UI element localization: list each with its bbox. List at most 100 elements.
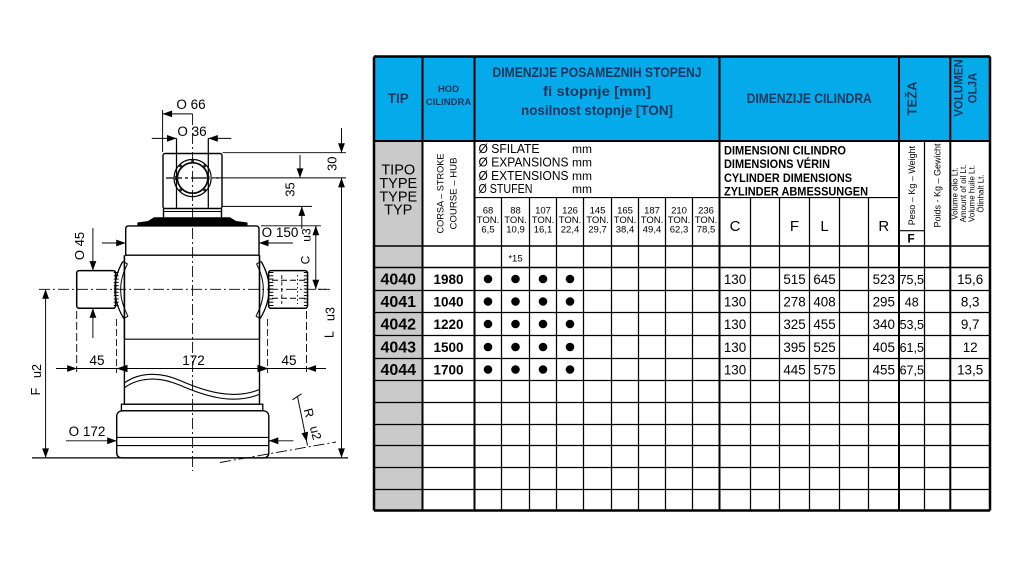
svg-text:236: 236 [698, 206, 714, 217]
svg-text:45: 45 [281, 353, 296, 368]
svg-text:R: R [301, 407, 317, 419]
svg-text:172: 172 [182, 353, 205, 368]
svg-text:COURSE – HUB: COURSE – HUB [449, 158, 459, 230]
svg-text:mm: mm [572, 142, 592, 156]
svg-text:1040: 1040 [433, 294, 463, 309]
svg-text:523: 523 [873, 272, 895, 287]
svg-text:13,5: 13,5 [957, 362, 983, 377]
svg-text:nosilnost stopnje [TON]: nosilnost stopnje [TON] [521, 103, 673, 118]
svg-text:DIMENSIONI CILINDRO: DIMENSIONI CILINDRO [724, 144, 846, 158]
svg-text:TON.: TON. [477, 215, 500, 226]
svg-text:Ø SFILATE: Ø SFILATE [479, 142, 540, 156]
svg-text:TON.: TON. [559, 215, 582, 226]
svg-text:395: 395 [783, 340, 805, 355]
svg-text:6,5: 6,5 [481, 225, 494, 236]
svg-text:1220: 1220 [433, 317, 463, 332]
svg-text:49,4: 49,4 [643, 225, 662, 236]
svg-text:9,7: 9,7 [961, 317, 980, 332]
svg-text:DIMENSIONS VÉRIN: DIMENSIONS VÉRIN [724, 156, 830, 171]
svg-text:TYPE: TYPE [379, 176, 417, 192]
svg-text:TIP: TIP [388, 91, 409, 106]
svg-text:405: 405 [873, 340, 895, 355]
svg-text:130: 130 [724, 340, 746, 355]
svg-text:VOLUMEN: VOLUMEN [954, 59, 966, 117]
svg-text:62,3: 62,3 [670, 225, 689, 236]
svg-text:u3: u3 [323, 307, 337, 321]
svg-text:*15: *15 [508, 254, 522, 265]
svg-text:295: 295 [873, 294, 895, 309]
svg-text:TON.: TON. [614, 215, 637, 226]
svg-text:408: 408 [813, 294, 835, 309]
svg-text:Volume huile Lt.: Volume huile Lt. [968, 165, 977, 222]
svg-text:525: 525 [813, 340, 835, 355]
svg-text:TON.: TON. [532, 215, 555, 226]
svg-text:TYP: TYP [384, 203, 412, 219]
svg-text:15,6: 15,6 [957, 272, 983, 287]
svg-text:165: 165 [617, 206, 633, 217]
svg-text:O 172: O 172 [69, 424, 106, 439]
svg-text:mm: mm [572, 182, 592, 196]
svg-text:F: F [907, 232, 914, 246]
svg-text:78,5: 78,5 [697, 225, 716, 236]
svg-text:TON.: TON. [668, 215, 691, 226]
svg-text:Amount of oil Lt.: Amount of oil Lt. [959, 165, 968, 223]
svg-text:38,4: 38,4 [616, 225, 635, 236]
svg-text:CYLINDER DIMENSIONS: CYLINDER DIMENSIONS [724, 171, 852, 185]
svg-text:4040: 4040 [380, 272, 416, 289]
svg-text:130: 130 [724, 317, 746, 332]
svg-text:TIPO: TIPO [381, 163, 415, 179]
svg-text:1980: 1980 [433, 272, 463, 287]
svg-text:88: 88 [510, 206, 521, 217]
svg-text:C: C [730, 218, 741, 235]
svg-text:DIMENZIJE POSAMEZNIH STOPENJ: DIMENZIJE POSAMEZNIH STOPENJ [493, 65, 702, 80]
svg-text:4042: 4042 [380, 317, 416, 334]
svg-text:53,5: 53,5 [900, 318, 924, 332]
svg-text:TON.: TON. [504, 215, 527, 226]
svg-text:CILINDRA: CILINDRA [426, 97, 472, 108]
svg-text:515: 515 [783, 272, 805, 287]
svg-text:4041: 4041 [380, 294, 416, 311]
svg-text:645: 645 [813, 272, 835, 287]
svg-text:O 36: O 36 [177, 124, 206, 139]
svg-text:45: 45 [89, 353, 104, 368]
svg-text:O 45: O 45 [72, 232, 87, 260]
svg-text:DIMENZIJE CILINDRA: DIMENZIJE CILINDRA [747, 90, 872, 106]
svg-text:575: 575 [813, 362, 835, 377]
svg-text:107: 107 [535, 206, 551, 217]
svg-text:75,5: 75,5 [900, 273, 924, 287]
svg-text:O 66: O 66 [176, 97, 205, 112]
svg-text:Ölinhalt Lt.: Ölinhalt Lt. [976, 174, 985, 212]
svg-text:35: 35 [283, 182, 298, 196]
svg-text:Peso – Kg – Weight: Peso – Kg – Weight [907, 145, 917, 225]
svg-text:mm: mm [572, 155, 592, 169]
svg-text:TON.: TON. [641, 215, 664, 226]
svg-text:u3: u3 [299, 228, 313, 242]
svg-text:O 150: O 150 [262, 225, 299, 240]
svg-text:Volume olio Lt.: Volume olio Lt. [951, 167, 960, 219]
svg-text:8,3: 8,3 [961, 294, 980, 309]
svg-text:u2: u2 [307, 424, 324, 441]
svg-text:HOD: HOD [438, 84, 459, 95]
svg-text:67,5: 67,5 [900, 363, 924, 377]
svg-text:u2: u2 [30, 364, 44, 378]
svg-text:4043: 4043 [380, 340, 416, 357]
svg-text:126: 126 [562, 206, 578, 217]
svg-text:12: 12 [963, 340, 978, 355]
svg-text:fi stopnje [mm]: fi stopnje [mm] [543, 84, 651, 99]
svg-text:29,7: 29,7 [588, 225, 607, 236]
svg-text:210: 210 [671, 206, 687, 217]
svg-text:145: 145 [590, 206, 606, 217]
svg-text:Ø EXTENSIONS: Ø EXTENSIONS [479, 169, 569, 183]
svg-text:TYPE: TYPE [379, 189, 417, 205]
svg-text:Ø EXPANSIONS: Ø EXPANSIONS [479, 155, 569, 169]
svg-text:30: 30 [325, 157, 340, 171]
svg-text:1500: 1500 [433, 340, 463, 355]
svg-text:Poids - Kg – Gewicht: Poids - Kg – Gewicht [932, 143, 942, 228]
svg-text:48: 48 [905, 295, 919, 309]
svg-text:L: L [322, 331, 336, 338]
svg-text:130: 130 [724, 272, 746, 287]
svg-text:C: C [298, 255, 312, 264]
svg-text:68: 68 [483, 206, 494, 217]
svg-text:mm: mm [572, 169, 592, 183]
svg-text:10,9: 10,9 [506, 225, 525, 236]
